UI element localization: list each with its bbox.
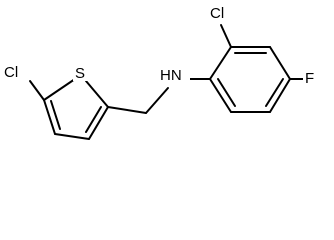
bond-c3-c4-thiophene (54, 133, 90, 140)
mask-hn (160, 64, 190, 84)
mask-cl-thiophene (3, 61, 25, 79)
atom-label-cl-thiophene: Cl (4, 64, 18, 81)
mask-s-thiophene (73, 63, 88, 81)
bond-c2-c3-thiophene-double (85, 106, 102, 133)
atom-label-layer: Cl S HN Cl F (4, 5, 314, 87)
atom-mask-layer (3, 2, 319, 87)
atom-label-cl-aryl: Cl (210, 5, 224, 22)
bond-ch2-n (145, 87, 169, 114)
atom-label-hn: HN (160, 67, 182, 84)
bond-c4-c5-thiophene (43, 99, 56, 135)
atom-label-f-aryl: F (305, 70, 314, 87)
bond-c2-ch2 (107, 106, 147, 114)
bond-aryl-c4-c5-double (265, 78, 284, 107)
mask-f-aryl (303, 67, 319, 87)
bond-aryl-c6-c1 (209, 78, 232, 113)
bond-c2-c3-thiophene (88, 106, 109, 140)
bond-aryl-c3-c4 (269, 46, 291, 80)
bond-aryl-c1-c2 (209, 46, 232, 80)
bond-layer (29, 24, 305, 140)
molecule-canvas: Cl S HN Cl F (3, 2, 319, 140)
bond-s-c2-thiophene (85, 80, 109, 108)
bond-c4-c5-thiophene-double (50, 100, 61, 130)
bond-cl-c5-thiophene (29, 80, 45, 101)
bond-aryl-c6-c1-double (217, 78, 236, 107)
atom-label-s-thiophene: S (75, 65, 85, 82)
bond-aryl-c4-c5 (269, 78, 291, 113)
molecule-structure-svg: Cl S HN Cl F (3, 2, 319, 140)
bond-aryl-c2-cl (220, 24, 232, 48)
bond-c5-s-thiophene (43, 78, 76, 101)
mask-cl-aryl (208, 2, 232, 22)
